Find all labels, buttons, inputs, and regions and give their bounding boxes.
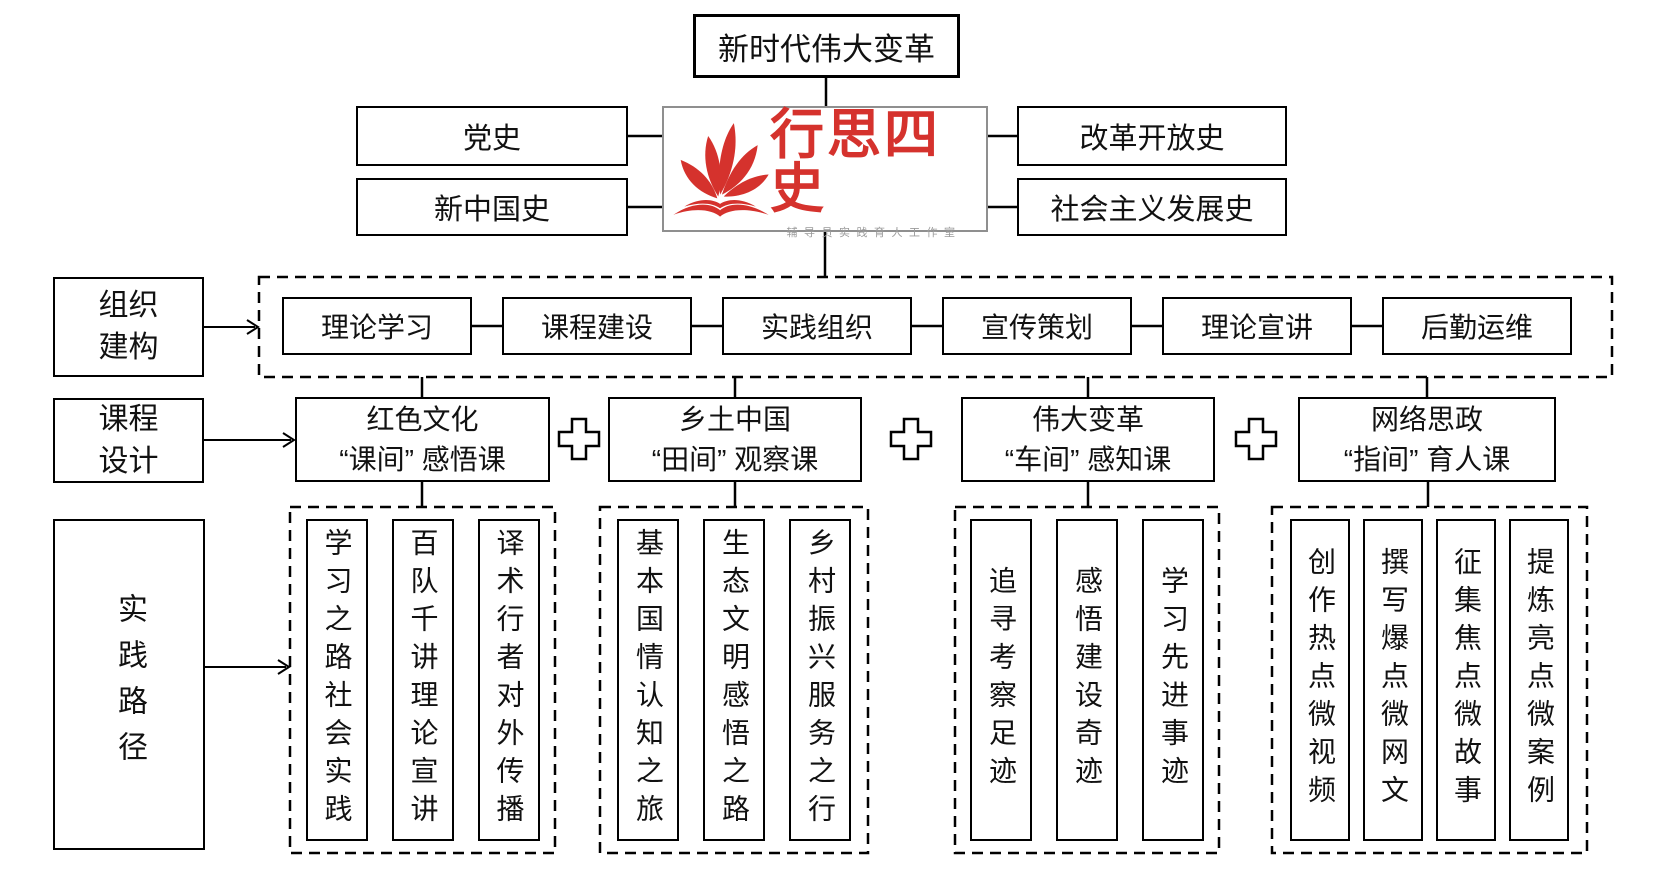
history-box-party: 党史 [356,106,628,166]
row-label-text: 课程 设计 [99,399,159,483]
logo-name: 行思四史 [770,105,941,219]
practice-item-label: 追寻考察足迹 [986,566,1017,794]
course-line: “田间” 观察课 [651,443,819,475]
practice-item: 感悟建设奇迹 [1056,519,1118,841]
row-label-organization: 组织 建构 [53,277,204,377]
practice-item-label: 征集焦点微故事 [1451,547,1482,813]
logo-feather-book-icon [673,123,769,217]
row-label-text: 实践路径 [113,592,146,777]
org-item-label: 理论宣讲 [1200,312,1313,343]
org-item-label: 实践组织 [760,312,873,343]
practice-item: 生态文明感悟之路 [703,519,765,841]
practice-item-label: 百队千讲理论宣讲 [407,528,439,832]
practice-item-label: 感悟建设奇迹 [1072,566,1103,794]
practice-group-online-education: 创作热点微视频 撰写爆点微网文 征集焦点微故事 提炼亮点微案例 [1272,507,1587,853]
org-item-publicity-planning: 宣传策划 [942,297,1132,355]
org-item-theory-study: 理论学习 [282,297,472,355]
practice-item-label: 生态文明感悟之路 [719,528,750,832]
practice-item: 提炼亮点微案例 [1509,519,1569,841]
history-label: 社会主义发展史 [1050,194,1254,226]
practice-group-red-culture: 学习之路社会实践 百队千讲理论宣讲 译术行者对外传播 [290,507,555,853]
row-label-line: 设计 [98,444,159,478]
logo-subtitle: 辅导员实践育人工作室 [786,227,962,239]
history-label: 党史 [462,123,521,155]
org-item-label: 后勤运维 [1420,312,1533,343]
course-box-great-change: 伟大变革 “车间” 感知课 [961,397,1215,482]
root-title: 新时代伟大变革 [718,31,935,67]
practice-item-label: 译术行者对外传播 [493,528,525,832]
course-line: 红色文化 [366,404,479,436]
plus-icon [1233,416,1279,462]
logo-box: 行思四史 辅导员实践育人工作室 [662,105,988,239]
practice-item: 追寻考察足迹 [970,519,1032,841]
practice-item-label: 创作热点微视频 [1305,547,1336,813]
row-label-line: 课程 [98,402,159,436]
practice-group-great-change: 追寻考察足迹 感悟建设奇迹 学习先进事迹 [955,507,1219,853]
practice-item-label: 学习先进事迹 [1158,566,1189,794]
history-box-socialism: 社会主义发展史 [1017,178,1287,236]
practice-item-label: 提炼亮点微案例 [1524,547,1555,813]
practice-group-rural-china: 基本国情认知之旅 生态文明感悟之路 乡村振兴服务之行 [600,507,868,853]
course-line: 乡土中国 [678,404,791,436]
practice-item-label: 基本国情认知之旅 [633,528,664,832]
history-box-new-china: 新中国史 [356,178,628,236]
practice-item-label: 撰写爆点微网文 [1378,547,1409,813]
practice-item: 基本国情认知之旅 [617,519,679,841]
course-line: 伟大变革 [1031,404,1144,436]
history-box-reform: 改革开放史 [1017,106,1287,166]
row-label-line: 建构 [98,331,159,364]
root-title-box: 新时代伟大变革 [693,14,960,78]
practice-item-label: 乡村振兴服务之行 [805,528,836,832]
org-item-practice-organizing: 实践组织 [722,297,912,355]
course-line: 网络思政 [1370,404,1483,436]
practice-item: 征集焦点微故事 [1436,519,1496,841]
org-item-label: 理论学习 [320,312,433,343]
practice-item: 百队千讲理论宣讲 [391,519,454,841]
course-line: “车间” 感知课 [1004,443,1172,475]
plus-icon [888,416,934,462]
practice-item: 撰写爆点微网文 [1363,519,1423,841]
org-item-course-building: 课程建设 [502,297,692,355]
course-box-online-education: 网络思政 “指间” 育人课 [1298,397,1556,482]
arrow-icon [204,319,296,675]
course-box-rural-china: 乡土中国 “田间” 观察课 [608,397,862,482]
history-label: 新中国史 [433,194,550,226]
practice-item: 学习先进事迹 [1142,519,1204,841]
course-box-red-culture: 红色文化 “课间” 感悟课 [295,397,550,482]
row-label-text: 组织 建构 [99,285,159,369]
row-label-course-design: 课程 设计 [53,398,204,483]
practice-item: 乡村振兴服务之行 [789,519,851,841]
practice-item: 创作热点微视频 [1290,519,1350,841]
org-item-theory-lecturing: 理论宣讲 [1162,297,1352,355]
org-item-logistics: 后勤运维 [1382,297,1572,355]
practice-item: 译术行者对外传播 [477,519,540,841]
practice-item-label: 学习之路社会实践 [321,528,353,832]
plus-icon [556,416,602,462]
course-line: “指间” 育人课 [1343,443,1511,475]
practice-item: 学习之路社会实践 [305,519,368,841]
history-label: 改革开放史 [1079,123,1225,155]
row-label-practice-paths: 实践路径 [53,519,205,850]
row-label-line: 组织 [98,289,159,322]
course-line: “课间” 感悟课 [339,443,506,475]
org-item-label: 课程建设 [540,312,653,343]
org-item-label: 宣传策划 [980,312,1093,343]
